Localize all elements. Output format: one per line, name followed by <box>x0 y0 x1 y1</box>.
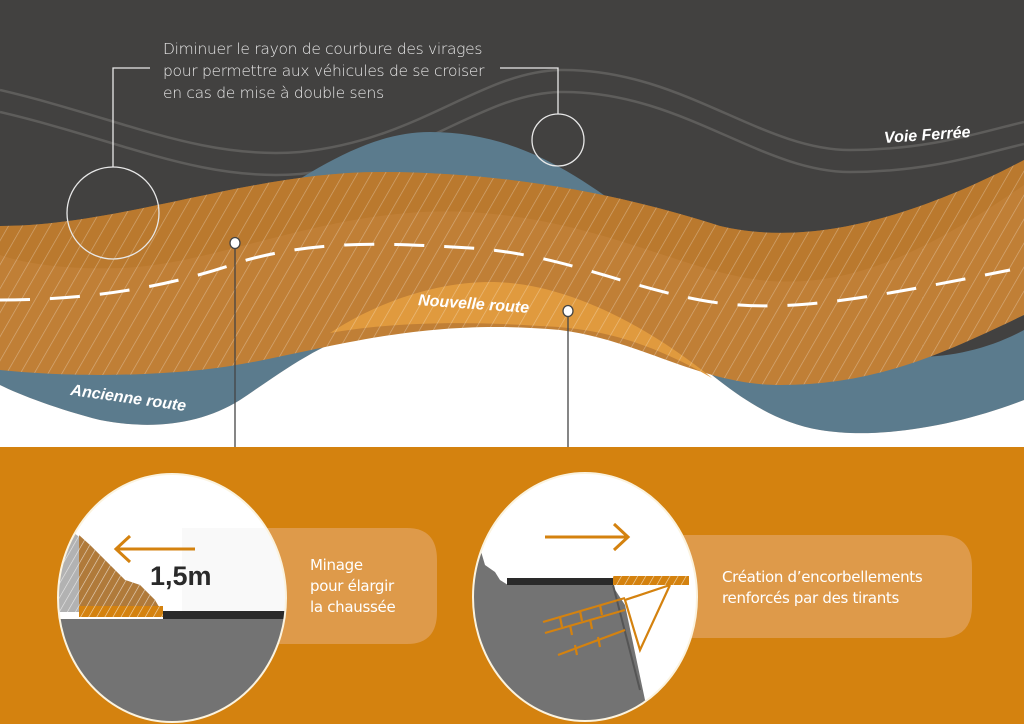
detail-line: Création d’encorbellements <box>722 568 923 586</box>
detail-line: renforcés par des tirants <box>722 589 900 607</box>
callout-line: Diminuer le rayon de courbure des virage… <box>163 40 483 58</box>
callout-text: Diminuer le rayon de courbure des virage… <box>163 38 485 104</box>
detail-circle-corbels <box>472 472 698 722</box>
railway-tracks <box>0 68 1024 177</box>
arrow-left-icon <box>113 534 195 564</box>
road-surface <box>163 611 286 619</box>
detail-text-corbels: Création d’encorbellements renforcés par… <box>722 567 923 609</box>
road-hatching <box>0 160 1024 385</box>
detail-line: la chaussée <box>310 598 396 616</box>
detail-line: Minage <box>310 556 363 574</box>
detail-panel-right <box>640 535 972 638</box>
arrow-right-icon <box>545 522 631 552</box>
detail-line: pour élargir <box>310 577 394 595</box>
detail-text-blasting: Minage pour élargir la chaussée <box>310 555 396 618</box>
callout-line: en cas de mise à double sens <box>163 84 384 102</box>
rock-mass <box>473 545 697 721</box>
road-center-line <box>0 242 1011 308</box>
pin-marker-left <box>229 236 241 250</box>
callout-leaders <box>66 67 585 260</box>
pin-marker-right <box>562 304 574 318</box>
valley-area <box>0 318 1024 447</box>
widening-measure: 1,5m <box>150 561 212 591</box>
callout-line: pour permettre aux véhicules de se crois… <box>163 62 485 80</box>
tie-rods <box>542 583 671 657</box>
road-surface <box>507 578 613 585</box>
